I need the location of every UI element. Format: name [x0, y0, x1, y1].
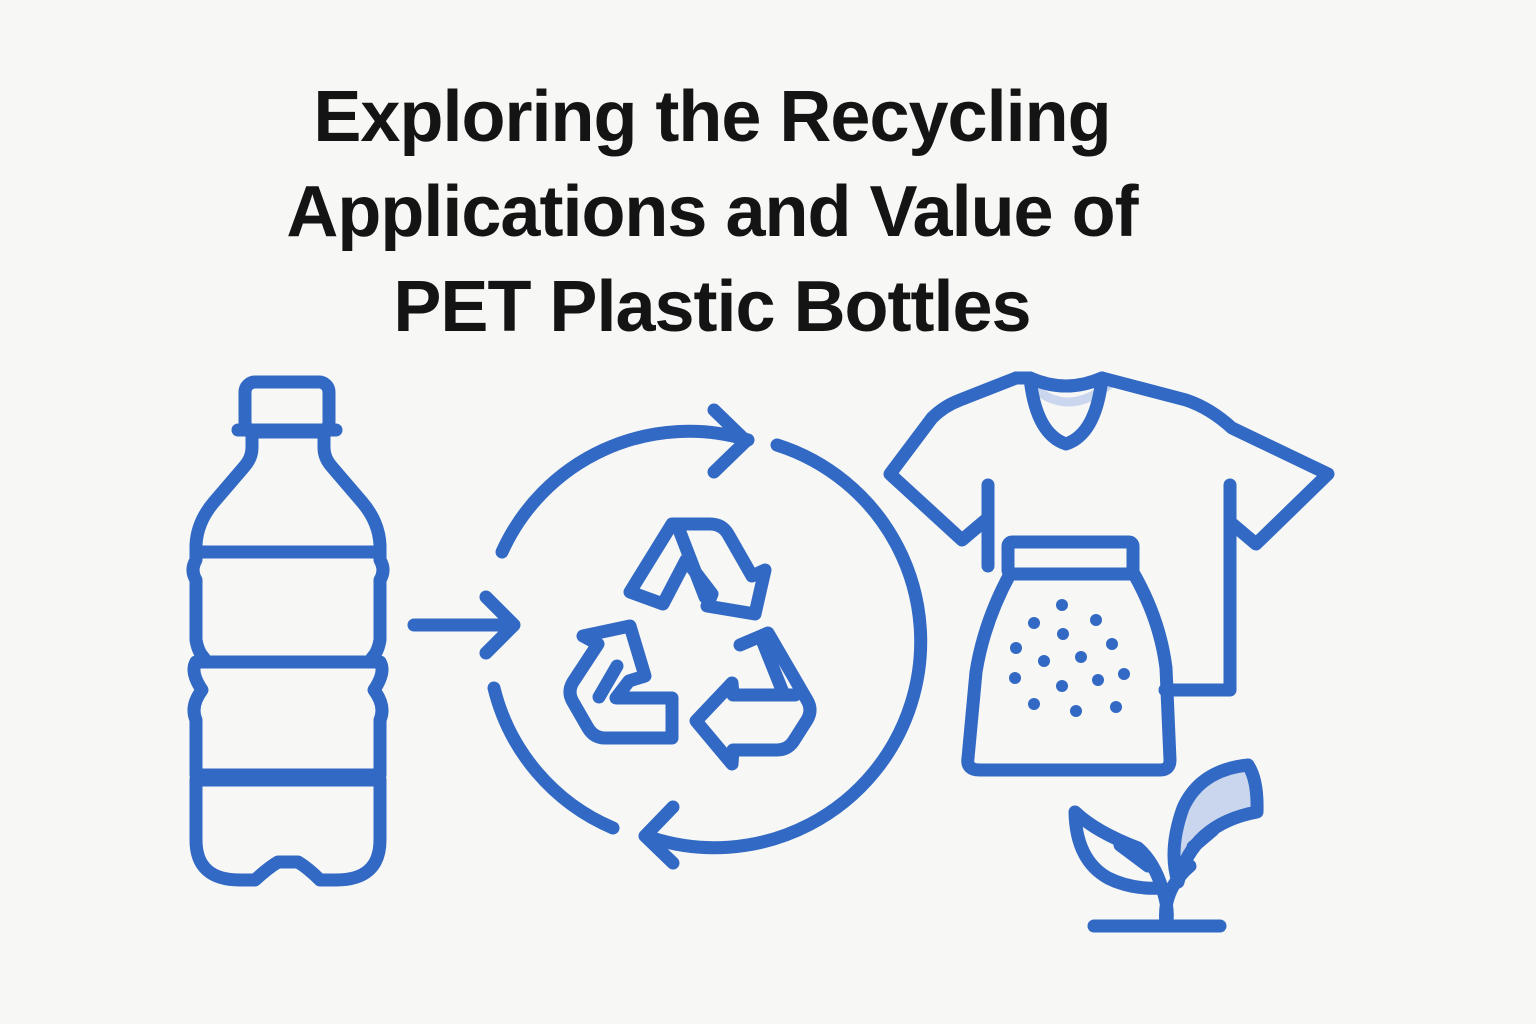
sprout-icon	[1068, 758, 1264, 933]
recycling-cycle-icon	[487, 403, 928, 870]
arrow-right-icon	[407, 590, 521, 660]
title-line-3: PET Plastic Bottles	[393, 267, 1031, 347]
recycle-symbol-icon	[563, 517, 817, 771]
page-title: Exploring the Recycling Applications and…	[0, 70, 1424, 355]
title-line-1: Exploring the Recycling	[313, 77, 1111, 157]
pellet-dots	[1009, 599, 1130, 717]
title-line-2: Applications and Value of	[286, 172, 1138, 252]
plastic-bottle-icon	[186, 375, 390, 887]
t-shirt-icon	[883, 371, 1335, 697]
pellet-bag-icon	[961, 535, 1177, 777]
